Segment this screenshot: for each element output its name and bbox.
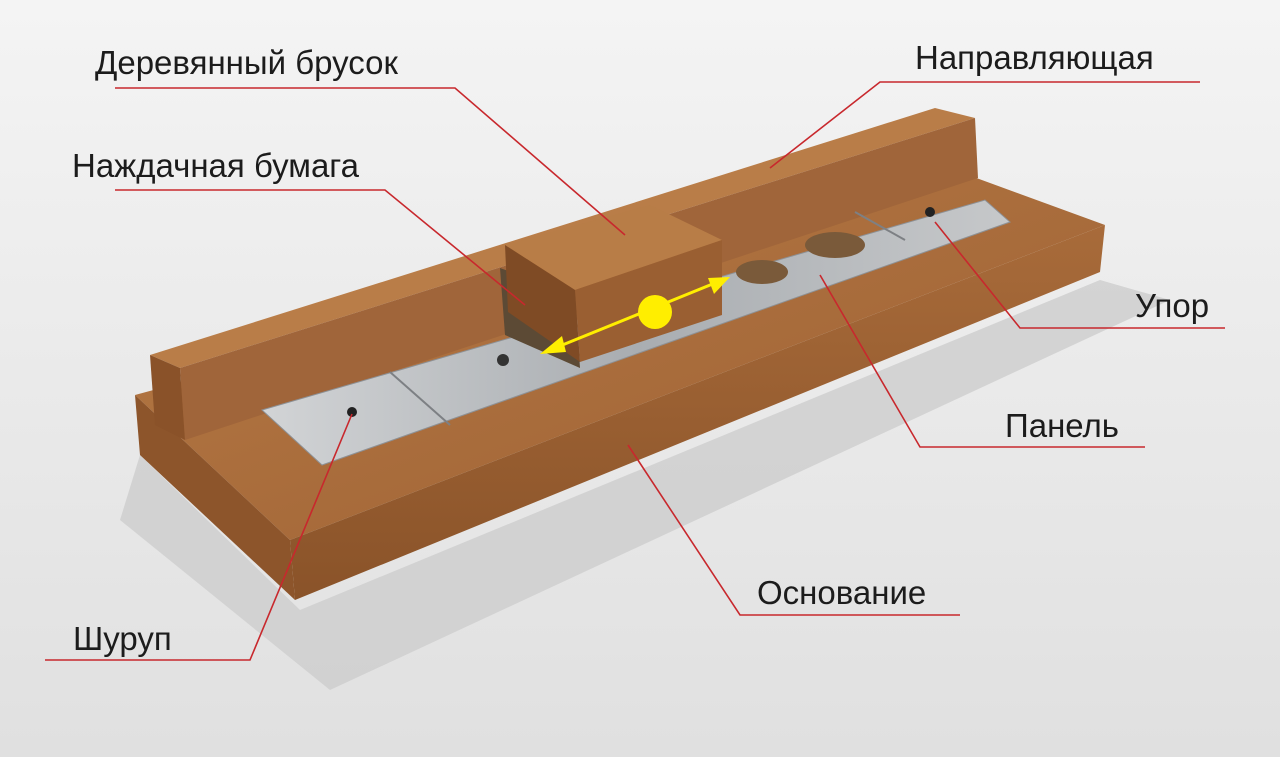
leader-sandpaper xyxy=(115,189,526,306)
panel-seam xyxy=(854,211,906,241)
label-stop: Упор xyxy=(1135,287,1210,324)
block-top xyxy=(505,205,722,290)
leader-guide xyxy=(769,81,1200,169)
label-screw: Шуруп xyxy=(73,620,172,657)
screw-icon xyxy=(347,407,357,417)
panel-hole xyxy=(805,232,865,258)
label-base: Основание xyxy=(757,574,927,611)
panel-hole xyxy=(736,260,788,284)
guide-end xyxy=(150,355,185,440)
base-front xyxy=(290,225,1105,600)
screw-icon xyxy=(925,207,935,217)
motion-arrow xyxy=(540,277,730,354)
block-side xyxy=(505,245,580,362)
leader-stop xyxy=(934,221,1225,329)
label-panel: Панель xyxy=(1005,407,1120,444)
leader-lines xyxy=(45,81,1225,661)
screw-icon xyxy=(497,354,509,366)
label-guide: Направляющая xyxy=(915,39,1154,76)
leader-base xyxy=(627,444,960,616)
label-sandpaper: Наждачная бумага xyxy=(72,147,359,184)
leader-wooden-block xyxy=(115,87,626,236)
leader-screw xyxy=(45,413,353,661)
shadow xyxy=(120,280,1170,690)
panel-seam xyxy=(389,371,451,426)
leader-panel xyxy=(819,274,1145,448)
base-end xyxy=(135,395,295,600)
label-wooden-block: Деревянный брусок xyxy=(95,44,398,81)
